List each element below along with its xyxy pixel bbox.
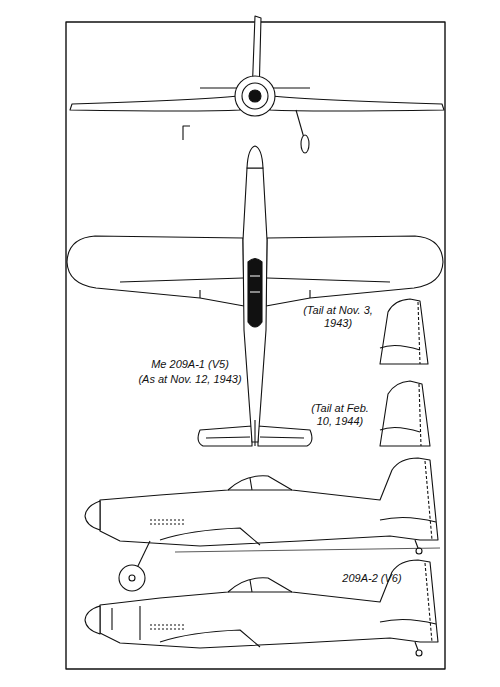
side-view-v5 — [85, 458, 440, 591]
aircraft-designation: Me 209A-1 (V5) — [130, 358, 250, 371]
top-view — [67, 146, 443, 446]
front-view — [70, 16, 444, 153]
side-view-v6 — [85, 560, 438, 656]
tail-note: (Tail at Feb. 10, 1944) — [303, 402, 377, 428]
tail-variants — [380, 299, 430, 446]
date-note: (As at Nov. 12, 1943) — [125, 373, 255, 386]
aircraft-designation: 209A-2 (V6) — [332, 572, 412, 585]
tail-note: (Tail at Nov. 3, 1943) — [301, 304, 375, 330]
